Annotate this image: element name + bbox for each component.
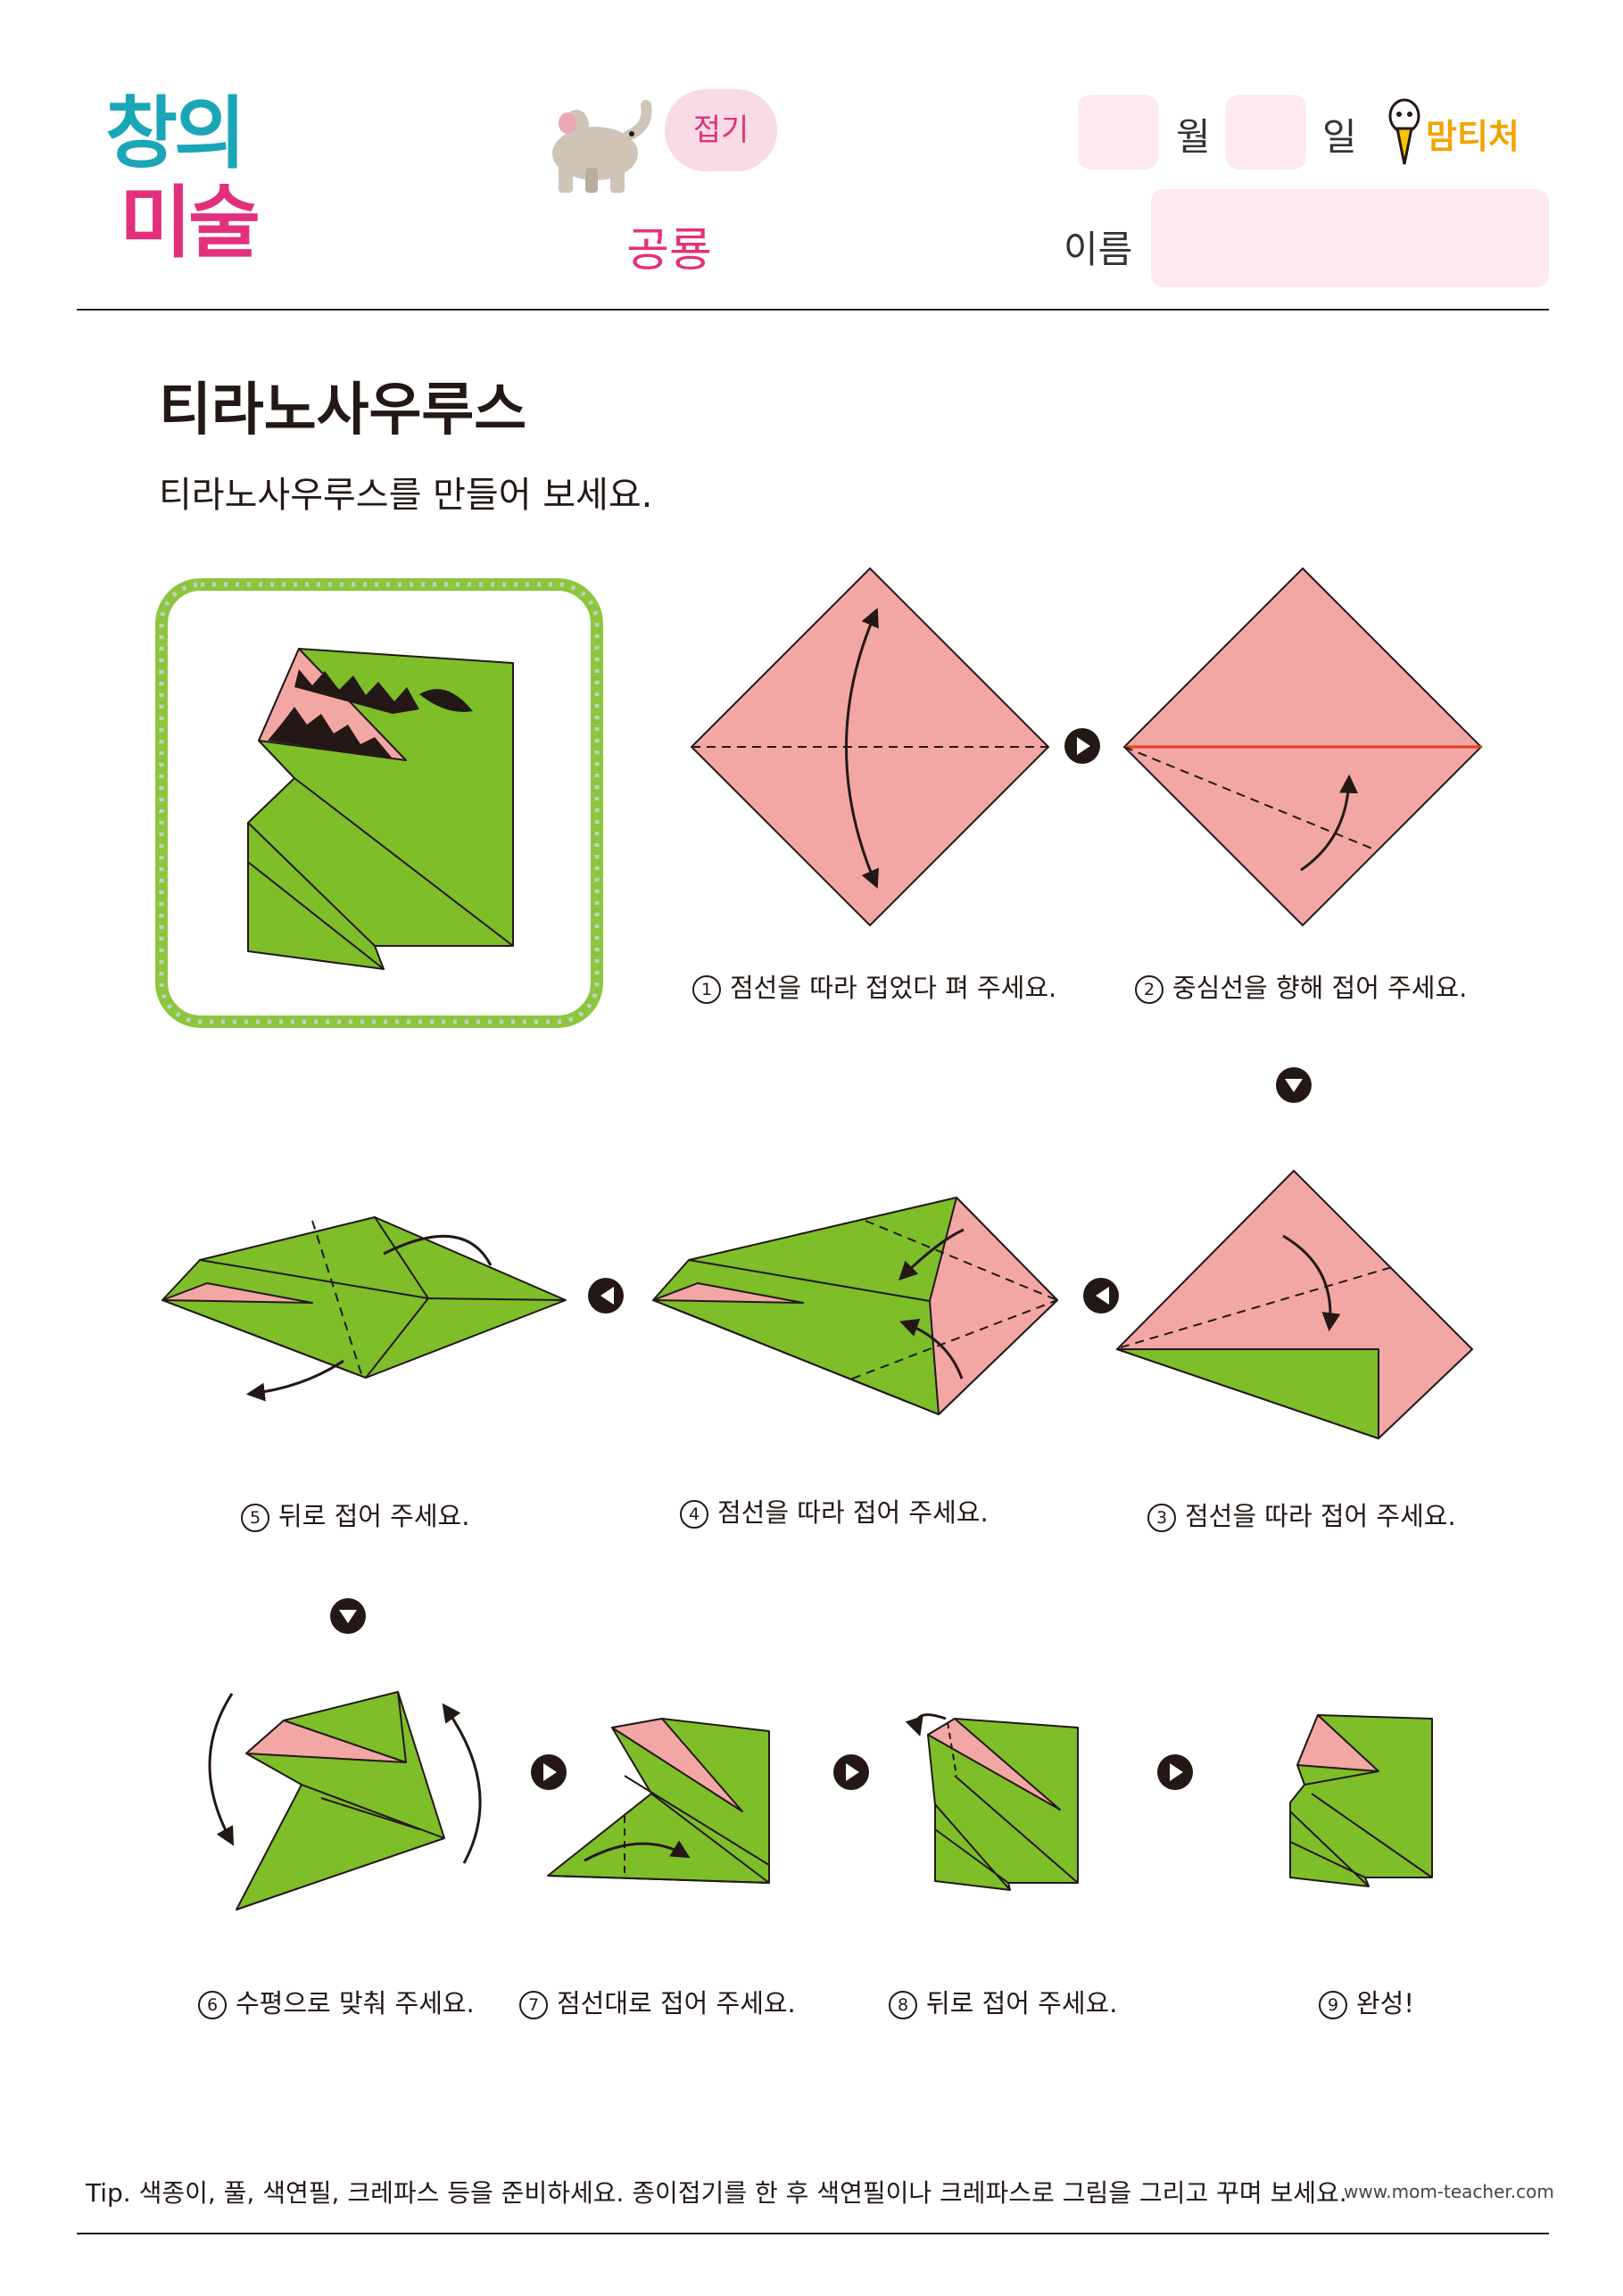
step-caption: 9 완성!: [1319, 1983, 1414, 2020]
step7-diagram: [547, 1718, 770, 1884]
step-text: 중심선을 향해 접어 주세요.: [1172, 973, 1468, 1003]
step-text: 수평으로 맞춰 주세요.: [236, 1988, 475, 2018]
step-number: 3: [1147, 1504, 1176, 1532]
step-caption: 1 점선을 따라 접었다 펴 주세요.: [692, 967, 1056, 1005]
step-text: 점선을 따라 접어 주세요.: [1185, 1501, 1456, 1531]
step4-diagram: [652, 1197, 1058, 1415]
logo-text-bottom: 미술: [120, 177, 261, 269]
step-caption: 8 뒤로 접어 주세요.: [889, 1983, 1117, 2020]
footer-url: www.mom-teacher.com: [1344, 2181, 1554, 2202]
brand-logo: 맘티처: [1385, 96, 1554, 168]
step-caption: 3 점선을 따라 접어 주세요.: [1147, 1496, 1456, 1533]
footer-tip: Tip. 색종이, 풀, 색연필, 크레파스 등을 준비하세요. 종이접기를 한…: [86, 2178, 1347, 2208]
step-number: 9: [1319, 1991, 1347, 2019]
step-caption: 6 수평으로 맞춰 주세요.: [198, 1983, 475, 2020]
page-subtitle: 티라노사우루스를 만들어 보세요.: [159, 475, 653, 516]
step-number: 6: [198, 1991, 227, 2019]
step-number: 8: [889, 1991, 917, 2019]
finished-dinosaur-frame: [155, 578, 603, 1028]
name-field[interactable]: [1151, 189, 1549, 287]
step9-diagram: [1289, 1714, 1433, 1887]
header-divider: [77, 309, 1549, 311]
footer-divider: [77, 2233, 1549, 2234]
month-field[interactable]: [1078, 95, 1158, 170]
day-field[interactable]: [1226, 95, 1306, 170]
elephant-icon: [552, 100, 652, 193]
step-number: 1: [692, 975, 721, 1004]
step-caption: 7 점선대로 접어 주세요.: [519, 1983, 796, 2020]
step6-diagram: [208, 1691, 482, 1911]
step-caption: 5 뒤로 접어 주세요.: [241, 1496, 469, 1533]
step-number: 7: [519, 1991, 548, 2019]
step-number: 4: [680, 1500, 708, 1529]
page-title: 티라노사우루스: [159, 377, 527, 443]
step-caption: 2 중심선을 향해 접어 주세요.: [1135, 967, 1467, 1005]
step-number: 5: [241, 1504, 269, 1532]
step-caption: 4 점선을 따라 접어 주세요.: [680, 1492, 989, 1529]
step-text: 점선대로 접어 주세요.: [557, 1988, 796, 2018]
step3-diagram: [1116, 1170, 1473, 1439]
name-label: 이름: [1064, 228, 1133, 271]
step-text: 뒤로 접어 주세요.: [278, 1501, 470, 1531]
step5-diagram: [161, 1216, 567, 1402]
step2-diagram: [1122, 567, 1483, 927]
pencil-mascot-icon: [1388, 98, 1420, 165]
step-text: 점선을 따라 접었다 펴 주세요.: [730, 973, 1057, 1003]
step-text: 완성!: [1356, 1988, 1414, 2018]
brand-text: 맘티처: [1426, 117, 1519, 156]
step8-diagram: [905, 1713, 1079, 1891]
step-text: 뒤로 접어 주세요.: [926, 1988, 1118, 2018]
logo-text-top: 창의: [105, 87, 246, 179]
page-subject: 공룡: [626, 224, 712, 278]
day-label: 일: [1322, 115, 1357, 159]
step1-diagram: [690, 567, 1050, 927]
step-number: 2: [1135, 975, 1163, 1004]
category-badge: 접기: [665, 89, 777, 171]
logo: 창의 미술: [105, 89, 284, 294]
month-label: 월: [1176, 115, 1211, 159]
step-text: 점선을 따라 접어 주세요.: [717, 1497, 989, 1528]
